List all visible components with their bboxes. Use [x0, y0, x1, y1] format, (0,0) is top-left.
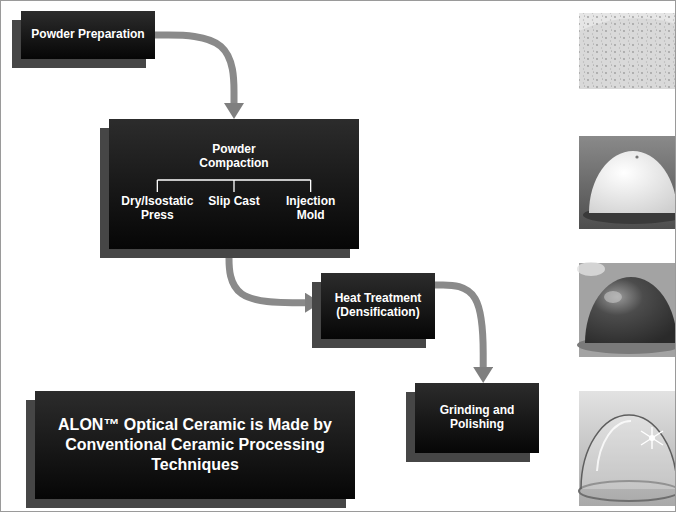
box-label: Grinding and Polishing — [423, 404, 531, 432]
sintered-dome-photo — [577, 262, 676, 357]
process-box: Powder CompactionDry/Isostatic Press Slip… — [109, 119, 359, 249]
bracket — [109, 119, 359, 249]
flow-arrow — [155, 35, 234, 103]
flow-arrow — [229, 249, 305, 303]
polished-dome-photo — [579, 391, 676, 506]
powder-photo — [579, 13, 676, 89]
process-box: Grinding and Polishing — [415, 383, 539, 453]
method-label: Injection Mold — [273, 195, 349, 223]
box-label: Heat Treatment (Densification) — [329, 292, 427, 320]
box-label: Powder Preparation — [31, 28, 144, 42]
bracket-tick — [233, 180, 234, 192]
bracket-tick — [310, 180, 311, 192]
process-box: Powder Preparation — [21, 11, 155, 59]
process-box: Heat Treatment (Densification) — [321, 273, 435, 339]
box-label: Powder Compaction — [184, 143, 284, 171]
method-label: Slip Cast — [208, 195, 259, 209]
note-box: ALON™ Optical Ceramic is Made by Convent… — [35, 391, 355, 499]
green-dome-photo — [579, 136, 676, 229]
flow-arrow — [435, 285, 483, 367]
method-label: Dry/Isostatic Press — [119, 195, 195, 223]
bracket-tick — [157, 180, 158, 192]
box-label: ALON™ Optical Ceramic is Made by Convent… — [51, 415, 339, 475]
